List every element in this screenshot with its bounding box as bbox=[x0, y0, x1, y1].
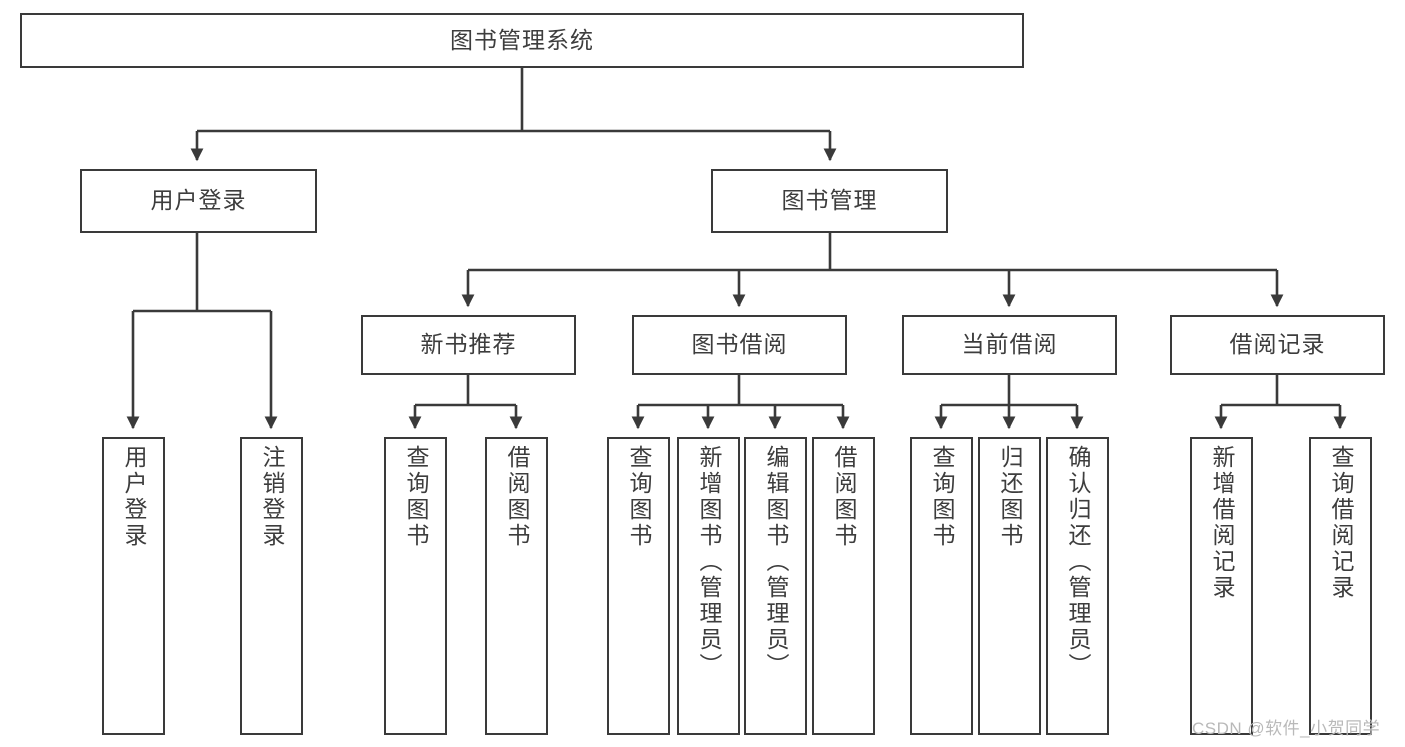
leaf-add-borrow-record[interactable]: 新增借阅记录 bbox=[1190, 437, 1253, 735]
node-label: 归还图书 bbox=[997, 445, 1023, 549]
leaf-return-book[interactable]: 归还图书 bbox=[978, 437, 1041, 735]
leaf-add-book-admin[interactable]: 新增图书（管理员） bbox=[677, 437, 740, 735]
node-book-management[interactable]: 图书管理 bbox=[711, 169, 948, 233]
node-label: 查询图书 bbox=[626, 445, 652, 549]
leaf-edit-book-admin[interactable]: 编辑图书（管理员） bbox=[744, 437, 807, 735]
node-current-borrow[interactable]: 当前借阅 bbox=[902, 315, 1117, 375]
node-label: 查询图书 bbox=[403, 445, 429, 549]
node-user-login[interactable]: 用户登录 bbox=[80, 169, 317, 233]
node-label: 当前借阅 bbox=[961, 331, 1058, 358]
node-system-root[interactable]: 图书管理系统 bbox=[20, 13, 1024, 68]
csdn-watermark: CSDN @软件_小贺同学 bbox=[1192, 719, 1381, 738]
node-label: 确认归还（管理员） bbox=[1065, 445, 1091, 679]
node-label: 图书管理系统 bbox=[450, 26, 594, 53]
leaf-user-login[interactable]: 用户登录 bbox=[102, 437, 165, 735]
node-label: 用户登录 bbox=[121, 445, 147, 549]
node-label: 新增借阅记录 bbox=[1209, 445, 1235, 601]
leaf-confirm-return-admin[interactable]: 确认归还（管理员） bbox=[1046, 437, 1109, 735]
node-label: 图书管理 bbox=[781, 187, 878, 214]
leaf-query-book-recommend[interactable]: 查询图书 bbox=[384, 437, 447, 735]
leaf-query-borrow-record[interactable]: 查询借阅记录 bbox=[1309, 437, 1372, 735]
node-label: 查询借阅记录 bbox=[1328, 445, 1354, 601]
leaf-borrow-book-recommend[interactable]: 借阅图书 bbox=[485, 437, 548, 735]
node-label: 编辑图书（管理员） bbox=[763, 445, 789, 679]
leaf-borrow-book[interactable]: 借阅图书 bbox=[812, 437, 875, 735]
node-label: 新增图书（管理员） bbox=[696, 445, 722, 679]
node-label: 注销登录 bbox=[259, 445, 285, 549]
leaf-query-book-borrow[interactable]: 查询图书 bbox=[607, 437, 670, 735]
node-new-book-recommend[interactable]: 新书推荐 bbox=[361, 315, 576, 375]
node-borrow-record[interactable]: 借阅记录 bbox=[1170, 315, 1385, 375]
node-label: 借阅图书 bbox=[504, 445, 530, 549]
leaf-logout[interactable]: 注销登录 bbox=[240, 437, 303, 735]
node-label: 图书借阅 bbox=[691, 331, 788, 358]
node-label: 借阅记录 bbox=[1229, 331, 1326, 358]
node-book-borrow[interactable]: 图书借阅 bbox=[632, 315, 847, 375]
node-label: 用户登录 bbox=[150, 187, 247, 214]
node-label: 查询图书 bbox=[929, 445, 955, 549]
node-label: 新书推荐 bbox=[420, 331, 517, 358]
leaf-query-book-current[interactable]: 查询图书 bbox=[910, 437, 973, 735]
node-label: 借阅图书 bbox=[831, 445, 857, 549]
